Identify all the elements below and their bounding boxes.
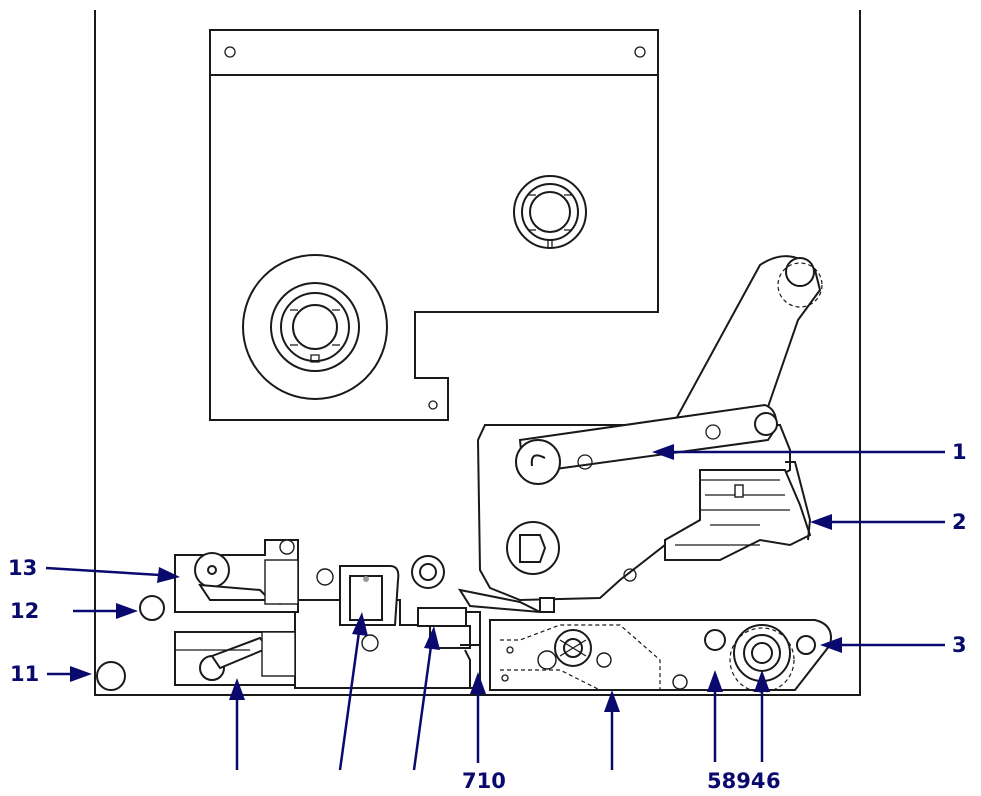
callout-3: 3 — [952, 633, 967, 657]
callout-710: 710 — [462, 769, 506, 793]
ribbon-supply-spindle — [242, 254, 388, 400]
printhead-arm — [476, 255, 823, 602]
callout-6: 6 — [766, 769, 781, 793]
arrow-a-head — [229, 678, 245, 700]
arrow-12-head — [116, 603, 138, 619]
upper-pinch-roller — [174, 539, 299, 613]
guide-posts — [96, 595, 165, 691]
arrow-f-head — [707, 670, 723, 692]
arrow-c-head — [424, 626, 440, 650]
callout-11: 11 — [10, 662, 39, 686]
callout-labels: 1 2 3 13 12 11 710 5894 6 — [8, 440, 967, 793]
arrow-11-head — [70, 666, 92, 682]
arrow-b-head — [352, 612, 368, 636]
arrow-d-head — [470, 672, 486, 694]
lower-rail — [489, 619, 832, 693]
arrow-e-head — [604, 690, 620, 712]
callout-13: 13 — [8, 556, 37, 580]
arrow-1-head — [652, 444, 674, 460]
callout-1: 1 — [952, 440, 967, 464]
printhead-latch — [664, 461, 812, 561]
leader-arrows — [45, 444, 945, 771]
ribbon-take-up-spindle — [513, 175, 587, 249]
post-12 — [139, 595, 165, 621]
callout-12: 12 — [10, 599, 39, 623]
lower-pinch-roller — [174, 631, 296, 686]
callout-2: 2 — [952, 510, 967, 534]
arrow-g-head — [754, 670, 770, 692]
callout-5894: 5894 — [707, 769, 765, 793]
arrow-13-head — [157, 567, 180, 583]
arrow-3-head — [820, 637, 842, 653]
arrow-2-head — [810, 514, 832, 530]
post-11 — [96, 661, 126, 691]
